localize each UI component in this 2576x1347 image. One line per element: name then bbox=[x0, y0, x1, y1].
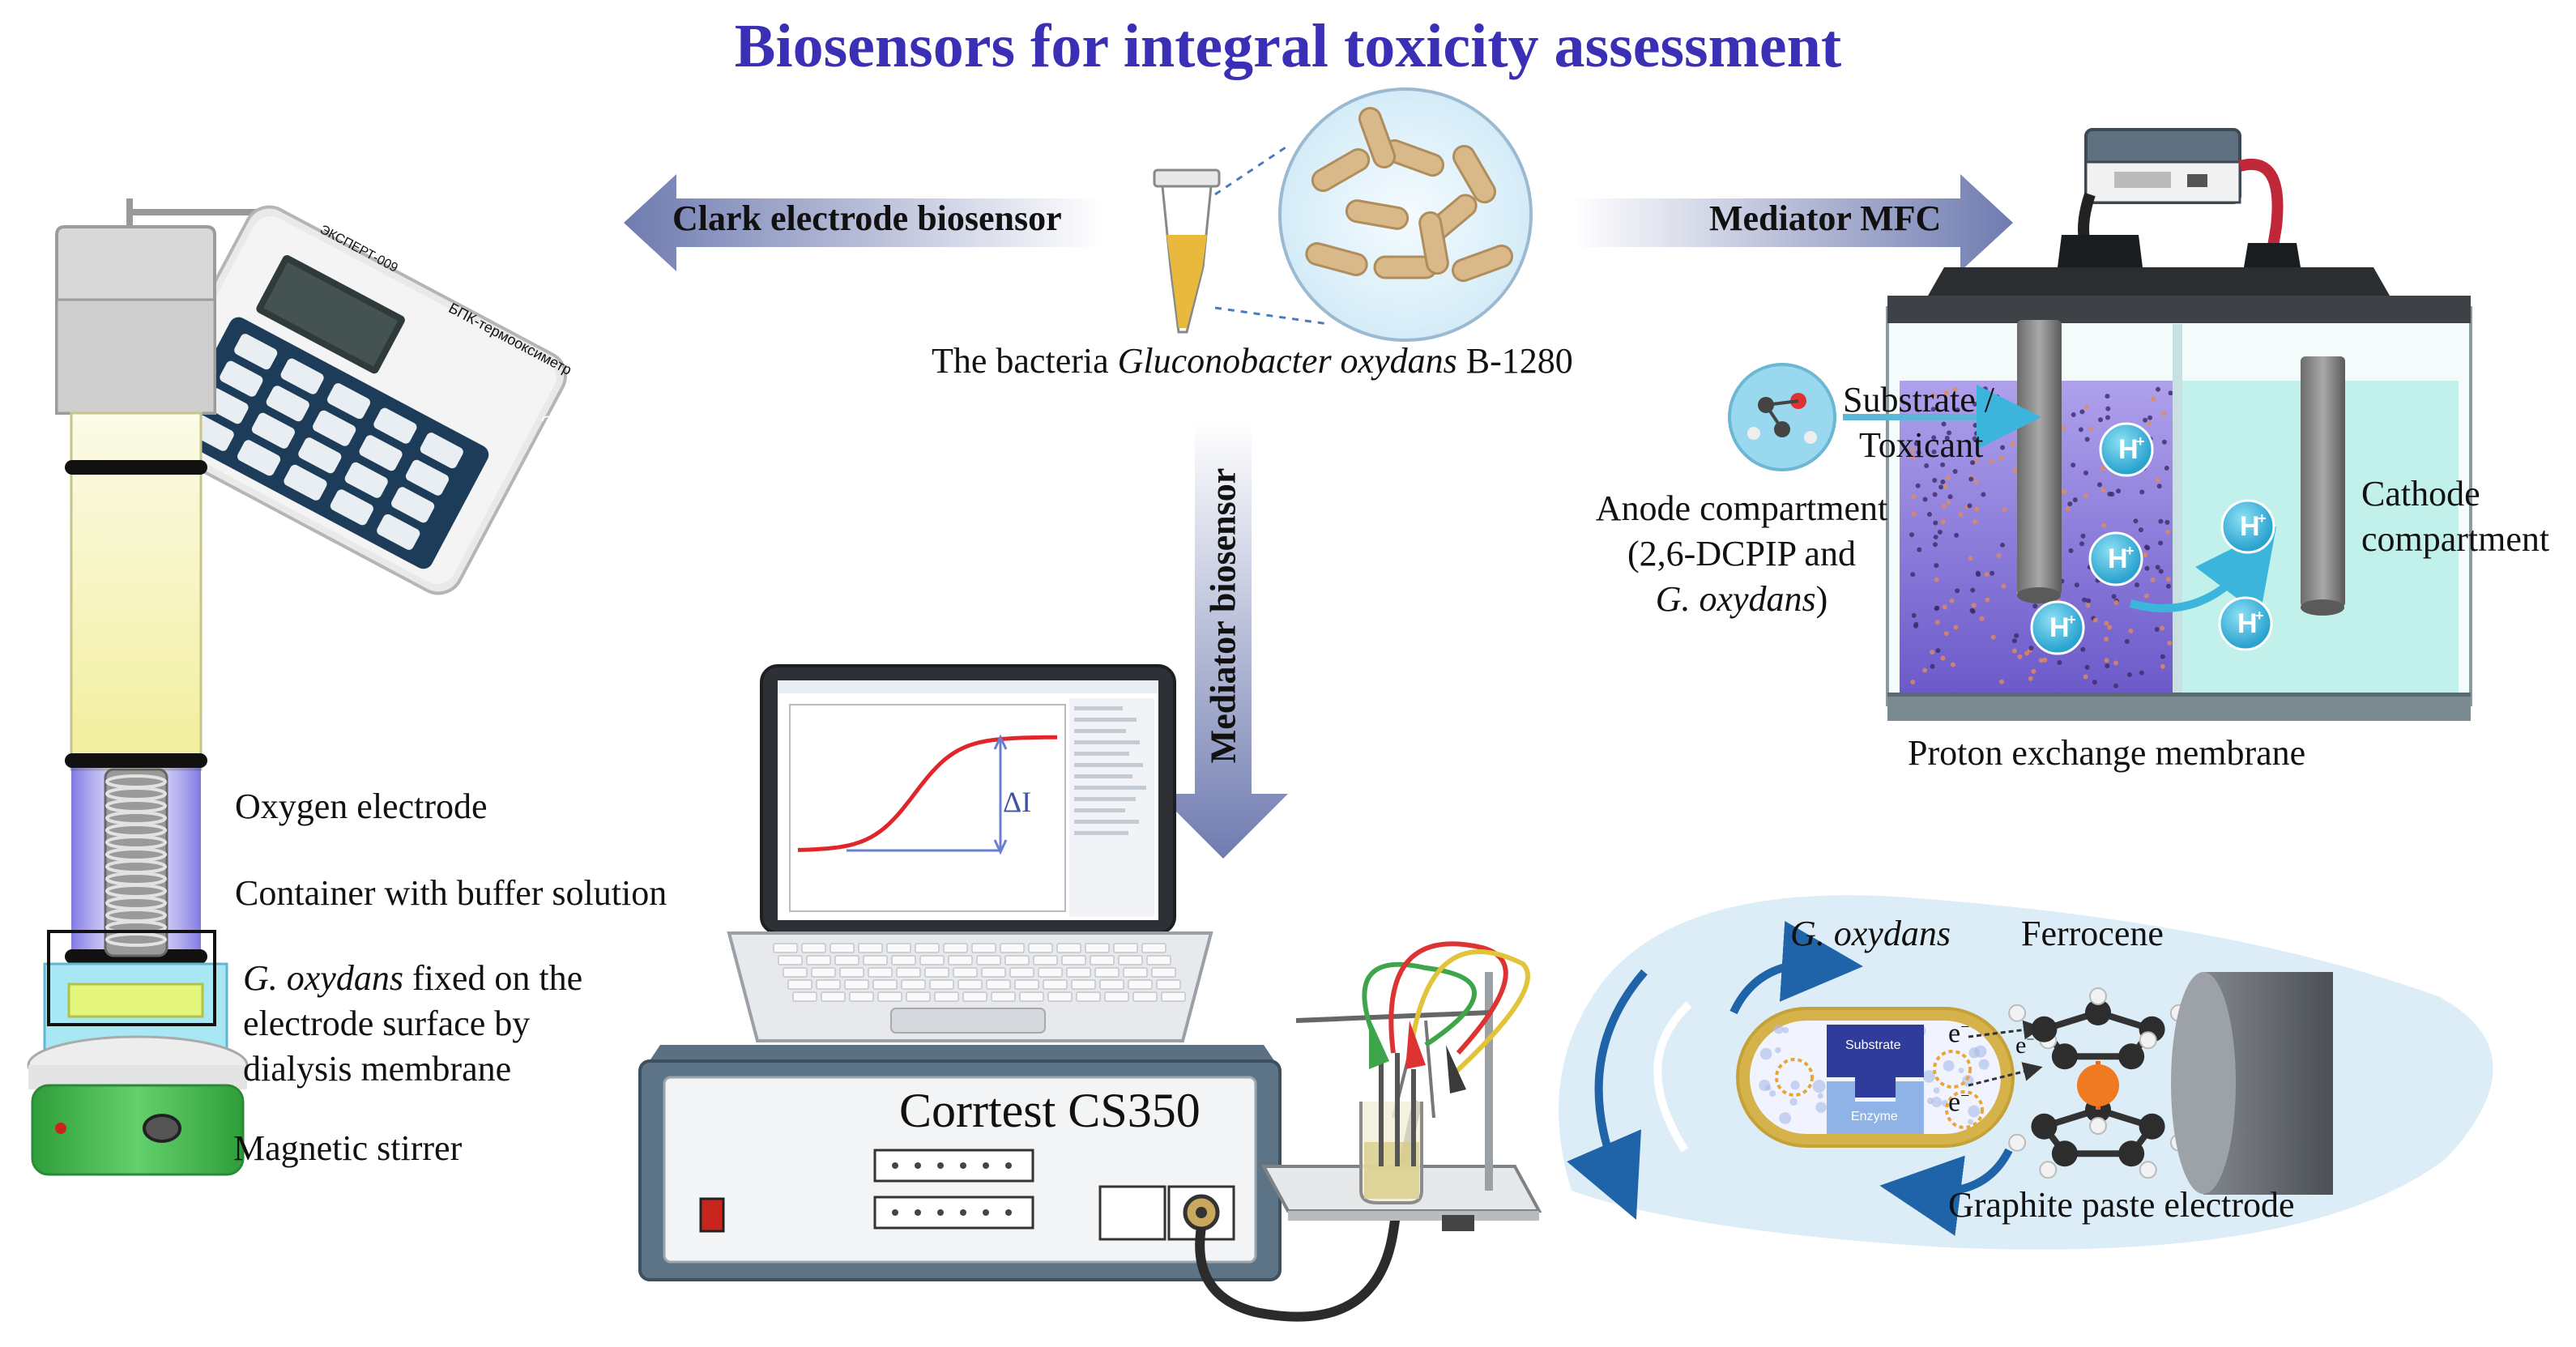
keypad-key bbox=[280, 358, 324, 394]
svg-text:H: H bbox=[2108, 543, 2128, 574]
electrode-detail bbox=[1559, 895, 2493, 1250]
ferrocene-molecule-icon bbox=[2008, 987, 2188, 1179]
keypad-key bbox=[284, 464, 327, 501]
goxydans-detail-label: G. oxydans bbox=[1790, 914, 1951, 953]
clark-arrow-label: Clark electrode biosensor bbox=[672, 198, 1062, 238]
svg-text:+: + bbox=[2255, 607, 2264, 624]
svg-text:+: + bbox=[2258, 510, 2267, 526]
enzyme-box-label: Enzyme bbox=[1851, 1110, 1898, 1123]
svg-text:H: H bbox=[2240, 511, 2260, 542]
keypad-key bbox=[344, 462, 388, 498]
keypad-key bbox=[237, 440, 281, 476]
svg-text:H: H bbox=[2049, 612, 2070, 643]
keypad-key bbox=[377, 514, 420, 550]
proton-icon: H+ bbox=[2099, 422, 2154, 477]
membrane-label: Proton exchange membrane bbox=[1908, 733, 2306, 773]
laptop bbox=[727, 664, 1213, 1042]
stirrer-label: Magnetic stirrer bbox=[233, 1128, 463, 1168]
electrochemical-cell bbox=[1260, 941, 1542, 1231]
bacterium-rod bbox=[1311, 148, 1371, 192]
keypad-key bbox=[220, 360, 263, 397]
electron-label-1: e− bbox=[1948, 1018, 1970, 1049]
keypad-key bbox=[298, 437, 342, 474]
eppendorf-tube bbox=[1153, 168, 1221, 334]
bacteria-caption: The bacteria Gluconobacter oxydans B-128… bbox=[932, 341, 1573, 381]
mfc-arrow bbox=[1572, 174, 2013, 271]
bacterium-rod bbox=[1305, 242, 1368, 276]
bacterium-rod bbox=[1345, 199, 1410, 230]
substrate-box-label: Substrate bbox=[1845, 1038, 1901, 1052]
anode-label: Anode compartment (2,6-DCPIP and G. oxyd… bbox=[1595, 488, 1888, 619]
proton-icon: H+ bbox=[2220, 499, 2275, 554]
potentiostat bbox=[638, 1045, 1422, 1322]
svg-text:+: + bbox=[2067, 612, 2076, 628]
bacterium-rod bbox=[1418, 211, 1449, 275]
ferrocene-label: Ferrocene bbox=[2021, 914, 2164, 953]
electron-label-3: e− bbox=[2015, 1031, 2035, 1059]
keypad-key bbox=[251, 412, 295, 449]
proton-icon: H+ bbox=[2088, 531, 2143, 586]
clark-column bbox=[27, 225, 249, 1176]
substrate-label: Substrate / Toxicant bbox=[1843, 380, 1994, 465]
svg-text:H: H bbox=[2237, 608, 2258, 639]
keypad-key bbox=[420, 433, 463, 469]
svg-text:H: H bbox=[2118, 434, 2139, 465]
bacteria-bubble bbox=[1278, 87, 1533, 342]
proton-icon: H+ bbox=[2030, 600, 2085, 655]
delta-current-label: ΔI bbox=[1003, 786, 1032, 818]
keypad-key bbox=[373, 407, 417, 444]
keypad-key bbox=[234, 334, 278, 370]
clark-arrow bbox=[624, 174, 1102, 271]
container-label: Container with buffer solution bbox=[235, 873, 667, 913]
oxygen-meter-device bbox=[126, 198, 567, 595]
svg-text:+: + bbox=[2126, 543, 2135, 559]
page-title: Biosensors for integral toxicity assessm… bbox=[734, 12, 1842, 80]
bacterium-rod bbox=[1452, 244, 1513, 283]
potentiostat-name: Corrtest CS350 bbox=[899, 1084, 1201, 1137]
immobilization-label: G. oxydans fixed on the electrode surfac… bbox=[243, 958, 583, 1089]
response-curve bbox=[797, 734, 1057, 855]
graphite-electrode-label: Graphite paste electrode bbox=[1948, 1185, 2295, 1225]
mediator-arrow bbox=[1158, 421, 1288, 859]
keypad-key bbox=[391, 487, 435, 523]
oxygen-electrode-coil bbox=[104, 768, 168, 957]
electron-label-2: e− bbox=[1948, 1087, 1970, 1118]
svg-text:+: + bbox=[2136, 433, 2145, 450]
keypad-key bbox=[313, 410, 356, 446]
substrate-molecule-icon bbox=[1728, 363, 1836, 471]
keypad-key bbox=[326, 383, 371, 420]
keypad-key bbox=[330, 489, 373, 526]
mfc-arrow-label: Mediator MFC bbox=[1709, 198, 1942, 238]
oxygen-electrode-label: Oxygen electrode bbox=[235, 786, 488, 826]
mediator-arrow-label: Mediator biosensor bbox=[1203, 467, 1243, 764]
cathode-label: Cathode compartment bbox=[2361, 474, 2550, 559]
bacterium-rod bbox=[1358, 107, 1397, 168]
bacterium-rod bbox=[1452, 144, 1496, 204]
keypad-key bbox=[266, 386, 309, 422]
keypad-key bbox=[405, 459, 449, 496]
keypad-key bbox=[359, 435, 403, 471]
proton-icon: H+ bbox=[2218, 596, 2273, 651]
